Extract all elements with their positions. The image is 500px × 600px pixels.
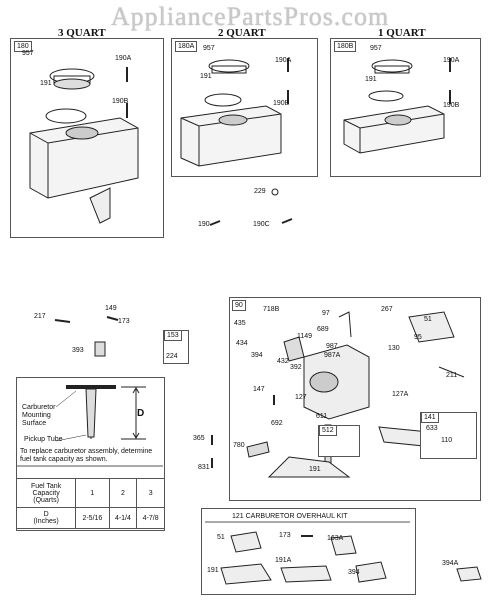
label-191: 191 — [309, 466, 321, 473]
label-95: 95 — [414, 334, 422, 341]
label-987: 987 — [326, 343, 338, 350]
d-value-1: 2-5/16 — [75, 507, 110, 529]
label-173: 173 — [279, 532, 291, 539]
label-163a: 163A — [327, 535, 344, 542]
label-190c: 190C — [253, 221, 270, 228]
label-987a: 987A — [324, 352, 341, 359]
capacity-note: To replace carburetor assembly, determin… — [20, 448, 153, 463]
label-51: 51 — [424, 316, 432, 323]
label-633: 633 — [426, 425, 438, 432]
carburetor-panel-tag: 90 — [232, 300, 246, 311]
overhaul-kit-title: 121 CARBURETOR OVERHAUL KIT — [232, 513, 348, 520]
panel-3-quart-tag: 180 — [14, 41, 32, 52]
label-191a: 191A — [275, 557, 292, 564]
label-957: 957 — [370, 45, 382, 52]
capacity-2: 2 — [108, 477, 138, 509]
label-173: 173 — [118, 318, 130, 325]
label-127a: 127A — [392, 391, 409, 398]
label-1149: 1149 — [297, 333, 313, 340]
label-393: 393 — [72, 347, 84, 354]
box-141-tag: 141 — [421, 412, 439, 423]
label-127: 127 — [295, 394, 307, 401]
gasket-394a-drawing — [456, 566, 482, 582]
panel-2-quart-title: 2 QUART — [218, 27, 266, 39]
label-692: 692 — [271, 420, 283, 427]
label-957: 957 — [22, 50, 34, 57]
label-130: 130 — [388, 345, 400, 352]
label-394: 394 — [251, 352, 263, 359]
label-191: 191 — [40, 80, 52, 87]
label-191: 191 — [365, 76, 377, 83]
label-267: 267 — [381, 306, 393, 313]
label-611: 611 — [316, 413, 328, 420]
label-718b: 718B — [263, 306, 280, 313]
label-229: 229 — [254, 188, 266, 195]
label-191: 191 — [207, 567, 219, 574]
table-row: D (Inches) 2-5/16 4-1/4 4-7/8 — [15, 507, 165, 529]
label-434: 434 — [236, 340, 248, 347]
box-512-tag: 512 — [319, 425, 337, 436]
label-780: 780 — [233, 442, 245, 449]
label-432: 432 — [277, 358, 289, 365]
dimension-d-label: D — [137, 408, 145, 419]
label-392: 392 — [290, 364, 302, 371]
label-190a: 190A — [275, 57, 292, 64]
label-831: 831 — [198, 464, 210, 471]
label-97: 97 — [322, 310, 330, 317]
capacity-table: Fuel Tank Capacity (Quarts) 1 2 3 D (Inc… — [15, 477, 165, 529]
label-224: 224 — [166, 353, 178, 360]
panel-3-quart-title: 3 QUART — [58, 27, 106, 39]
table-row: Fuel Tank Capacity (Quarts) 1 2 3 — [15, 477, 165, 509]
label-190a: 190A — [115, 55, 132, 62]
pickup-tube-label: Pickup Tube — [24, 436, 63, 443]
fuel-tank-2-quart-drawing — [180, 58, 289, 167]
label-689: 689 — [317, 326, 329, 333]
label-190: 190 — [198, 221, 210, 228]
label-149: 149 — [105, 305, 117, 312]
pickup-tube-drawing — [16, 385, 163, 467]
d-header: D (Inches) — [15, 507, 77, 529]
label-394a: 394A — [442, 560, 459, 567]
fuel-tank-3-quart-drawing — [29, 67, 139, 224]
label-957: 957 — [203, 45, 215, 52]
label-190b: 190B — [112, 98, 129, 105]
carburetor-drawing — [246, 311, 465, 478]
watermark: AppliancePartsPros.com — [110, 2, 390, 31]
capacity-header: Fuel Tank Capacity (Quarts) — [15, 477, 77, 509]
carb-mount-label: Carburetor Mounting Surface — [22, 404, 56, 427]
capacity-1: 1 — [75, 477, 110, 509]
label-190b: 190B — [273, 100, 290, 107]
label-147: 147 — [253, 386, 265, 393]
panel-1-quart-title: 1 QUART — [378, 27, 426, 39]
d-value-3: 4-7/8 — [136, 507, 165, 529]
label-394: 394 — [348, 569, 360, 576]
label-435: 435 — [234, 320, 246, 327]
d-value-2: 4-1/4 — [108, 507, 138, 529]
box-153-tag: 153 — [164, 330, 182, 341]
label-51: 51 — [217, 534, 225, 541]
panel-2-quart-tag: 180A — [175, 41, 198, 52]
label-110: 110 — [441, 437, 453, 444]
label-365: 365 — [193, 435, 205, 442]
panel-1-quart-tag: 180B — [334, 41, 357, 52]
label-190a: 190A — [443, 57, 460, 64]
label-191: 191 — [200, 73, 212, 80]
capacity-3: 3 — [136, 477, 165, 509]
fuel-tank-1-quart-drawing — [343, 58, 451, 154]
overhaul-kit-drawing — [205, 521, 410, 585]
label-217: 217 — [34, 313, 46, 320]
label-211: 211 — [446, 372, 458, 379]
label-190b: 190B — [443, 102, 460, 109]
